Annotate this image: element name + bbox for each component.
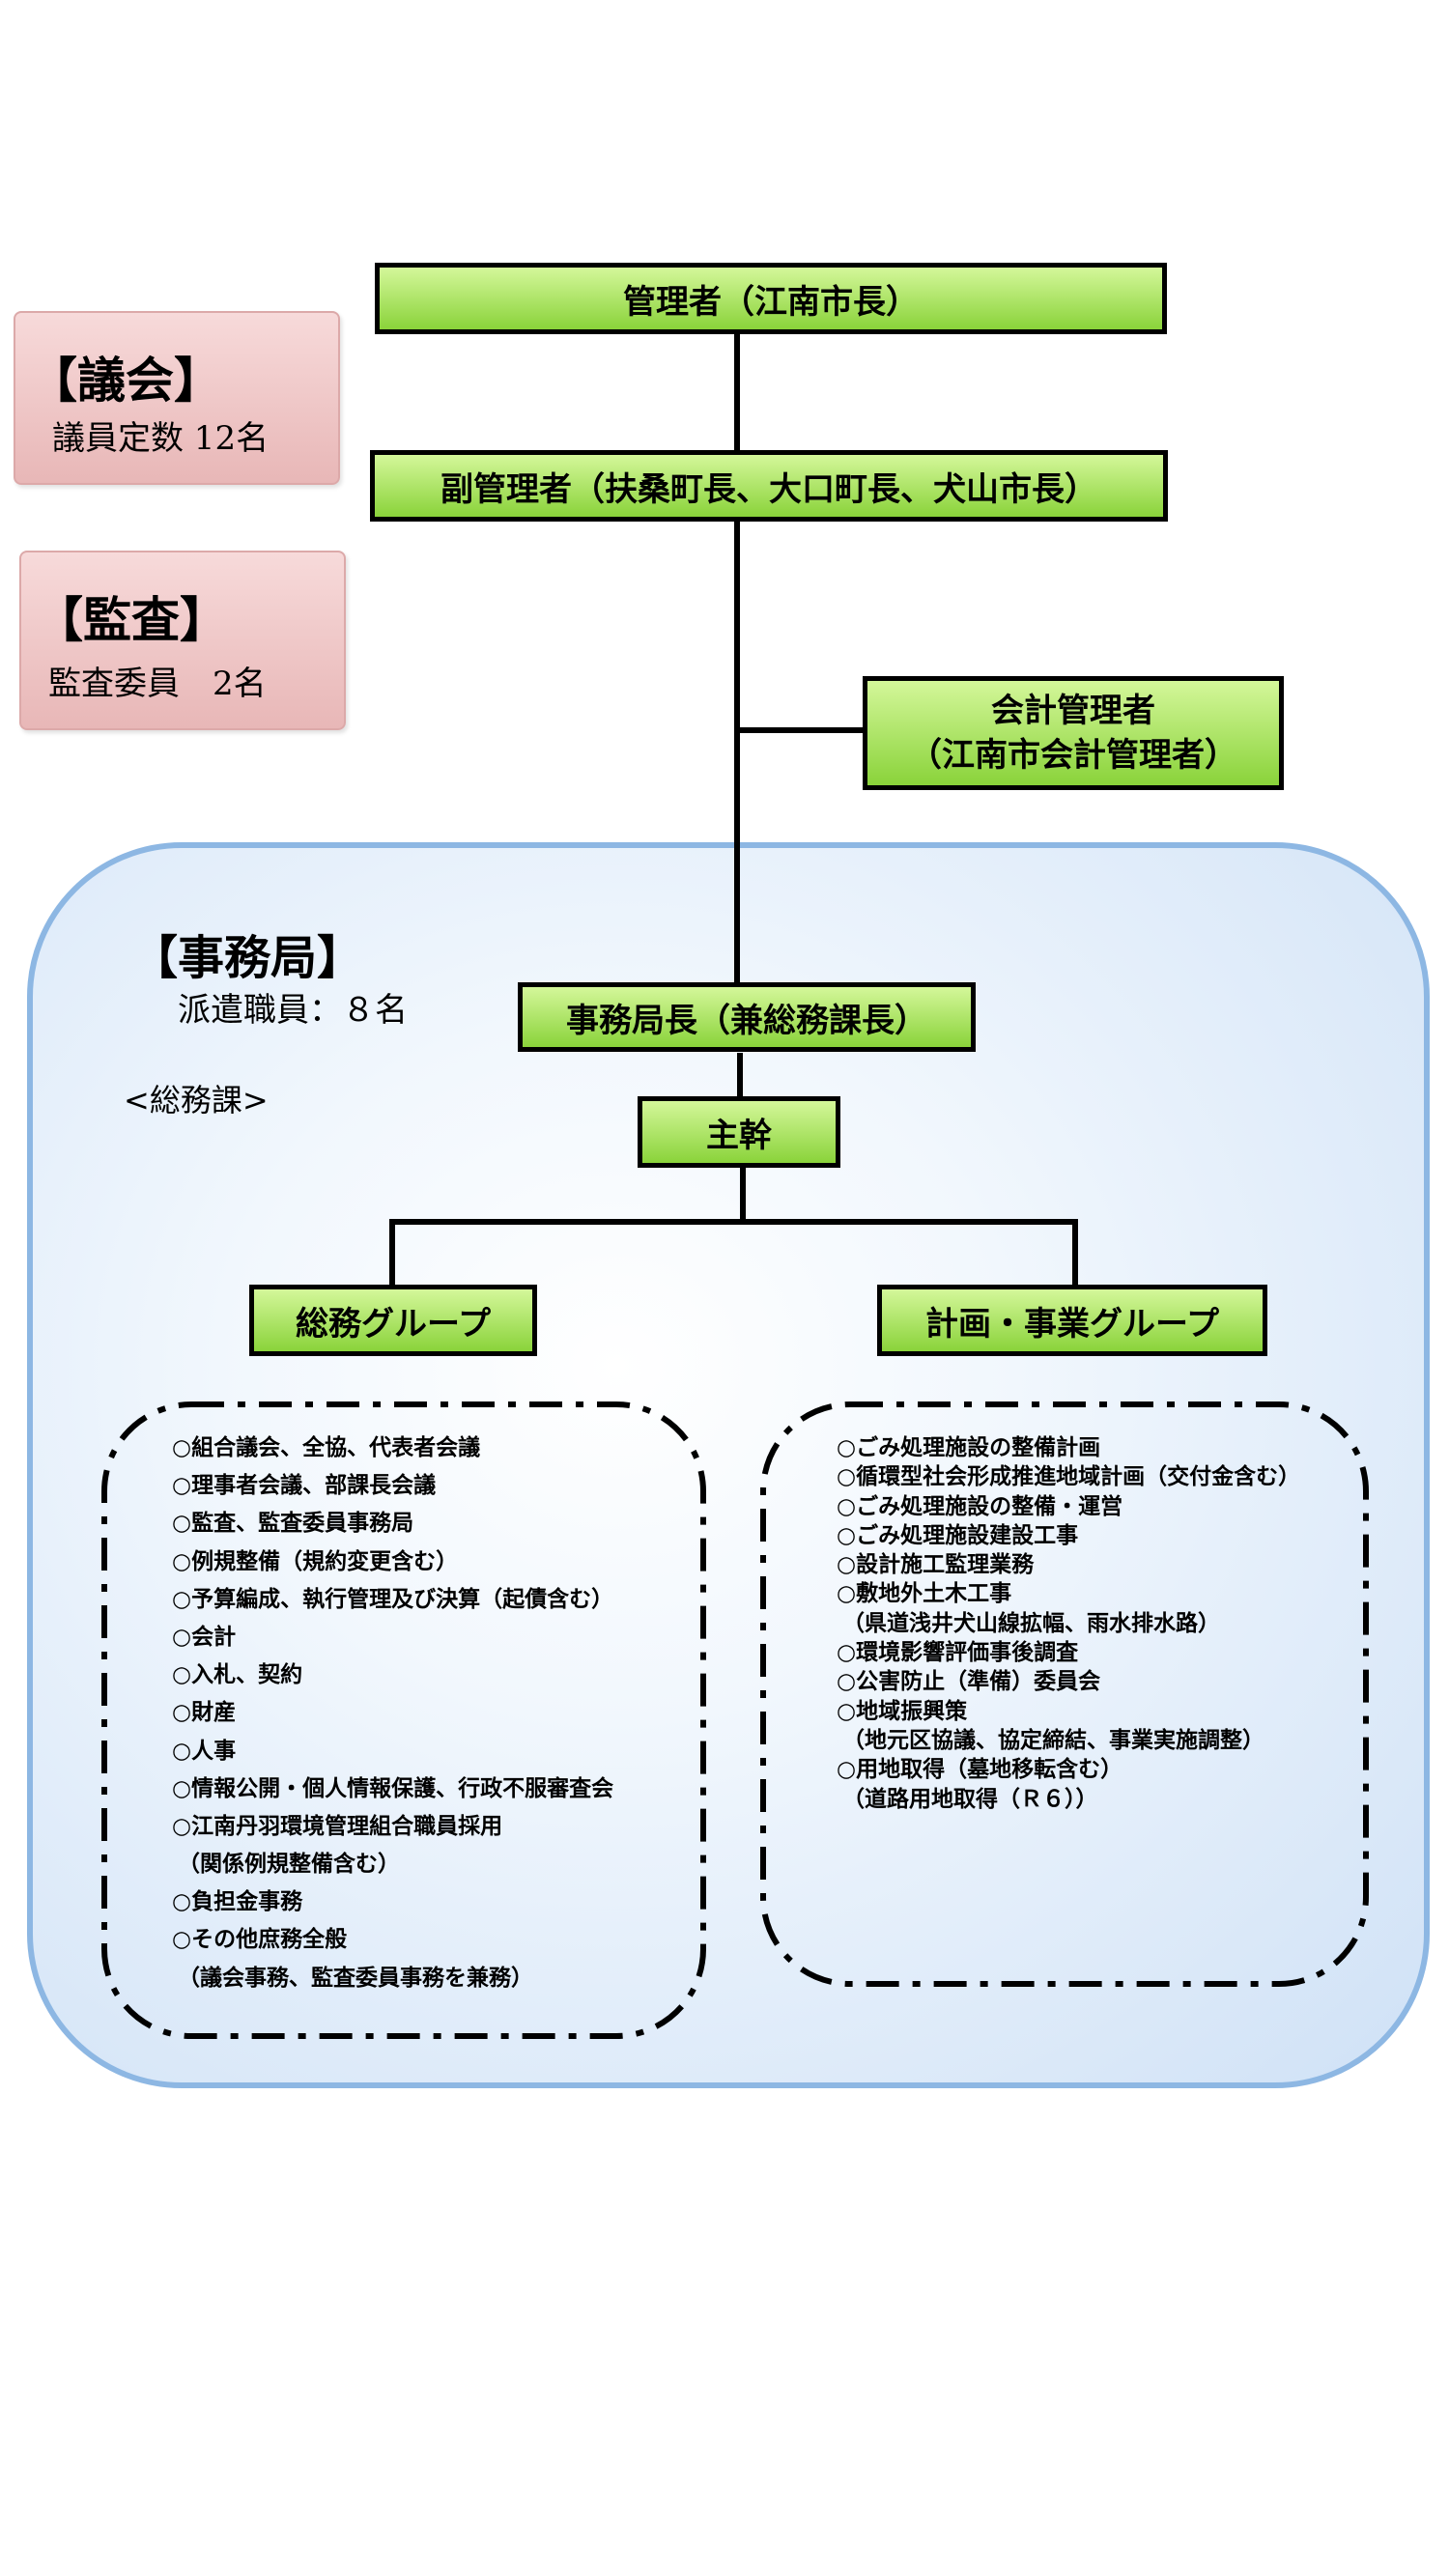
- secretariat-title: 【事務局】: [131, 931, 364, 985]
- accounting-manager-box: 会計管理者 （江南市会計管理者）: [863, 676, 1284, 790]
- audit-box: 【監査】 監査委員 2名: [19, 551, 346, 730]
- duty-item: ○情報公開・個人情報保護、行政不服審査会: [172, 1775, 614, 1801]
- duty-item: ○入札、契約: [172, 1662, 303, 1688]
- duty-item: （道路用地取得（Ｒ６））: [842, 1786, 1098, 1812]
- planning-duties-list: ○ごみ処理施設の整備計画 ○循環型社会形成推進地域計画（交付金含む） ○ごみ処理施設…: [837, 1433, 1300, 1814]
- duty-item: ○人事: [172, 1738, 237, 1764]
- duty-item: ○例規整備（規約変更含む）: [172, 1548, 459, 1574]
- duty-item: ○用地取得（墓地移転含む）: [837, 1757, 1123, 1783]
- duty-item: ○地域振興策: [837, 1698, 968, 1724]
- connector-officer-down: [740, 1167, 746, 1225]
- duty-item: ○理事者会議、部課長会議: [172, 1473, 437, 1499]
- council-title: 【議会】: [29, 353, 222, 409]
- council-detail: 議員定数 12名: [52, 419, 270, 458]
- duty-item: （関係例規整備含む）: [178, 1852, 400, 1878]
- connector-left-group: [389, 1219, 395, 1288]
- chief-officer-box: 主幹: [638, 1096, 840, 1168]
- duty-item: ○会計: [172, 1624, 237, 1650]
- planning-duties-border: [760, 1401, 1369, 1987]
- duty-item: ○環境影響評価事後調査: [837, 1640, 1079, 1666]
- duty-item: （県道浅井犬山線拡幅、雨水排水路）: [842, 1610, 1220, 1636]
- duty-item: ○予算編成、執行管理及び決算（起債含む）: [172, 1586, 614, 1612]
- planning-group-box: 計画・事業グループ: [877, 1285, 1267, 1356]
- duty-item: （地元区協議、協定締結、事業実施調整）: [842, 1727, 1264, 1753]
- duty-item: ○ごみ処理施設の整備計画: [837, 1435, 1101, 1460]
- duty-item: ○公害防止（準備）委員会: [837, 1669, 1101, 1695]
- duty-item: ○ごみ処理施設の整備・運営: [837, 1493, 1123, 1519]
- connector-main-trunk: [734, 333, 740, 988]
- duty-item: ○組合議会、全協、代表者会議: [172, 1435, 481, 1460]
- duty-item: ○敷地外土木工事: [837, 1581, 1012, 1607]
- general-group-box: 総務グループ: [249, 1285, 537, 1356]
- accounting-manager-line2: （江南市会計管理者）: [909, 736, 1237, 775]
- connector-accounting: [734, 727, 869, 733]
- division-label: <総務課>: [124, 1082, 269, 1118]
- council-box: 【議会】 議員定数 12名: [14, 311, 340, 485]
- administrator-box: 管理者（江南市長）: [375, 263, 1167, 334]
- duty-item: ○その他庶務全般: [172, 1927, 348, 1953]
- connector-chief-to-officer: [737, 1053, 743, 1097]
- bureau-chief-box: 事務局長（兼総務課長）: [518, 982, 976, 1052]
- connector-group-bar: [389, 1219, 1078, 1225]
- duty-item: ○江南丹羽環境管理組合職員採用: [172, 1813, 503, 1839]
- duty-item: ○設計施工監理業務: [837, 1552, 1035, 1578]
- duty-item: （議会事務、監査委員事務を兼務）: [178, 1965, 533, 1991]
- duty-item: ○循環型社会形成推進地域計画（交付金含む）: [837, 1464, 1301, 1490]
- general-duties-list: ○組合議会、全協、代表者会議 ○理事者会議、部課長会議 ○監査、監査委員事務局 ○例規…: [172, 1430, 613, 1997]
- duty-item: ○ごみ処理施設建設工事: [837, 1522, 1079, 1548]
- duty-item: ○財産: [172, 1700, 237, 1726]
- audit-detail: 監査委員 2名: [48, 665, 267, 703]
- accounting-manager-line1: 会計管理者: [991, 692, 1155, 730]
- duty-item: ○負担金事務: [172, 1889, 303, 1915]
- secretariat-staff: 派遣職員：８名: [178, 991, 408, 1030]
- duty-item: ○監査、監査委員事務局: [172, 1511, 414, 1537]
- general-duties-border: [101, 1401, 706, 2039]
- connector-right-group: [1072, 1219, 1078, 1288]
- audit-title: 【監査】: [35, 592, 228, 648]
- vice-administrator-box: 副管理者（扶桑町長、大口町長、犬山市長）: [370, 450, 1168, 522]
